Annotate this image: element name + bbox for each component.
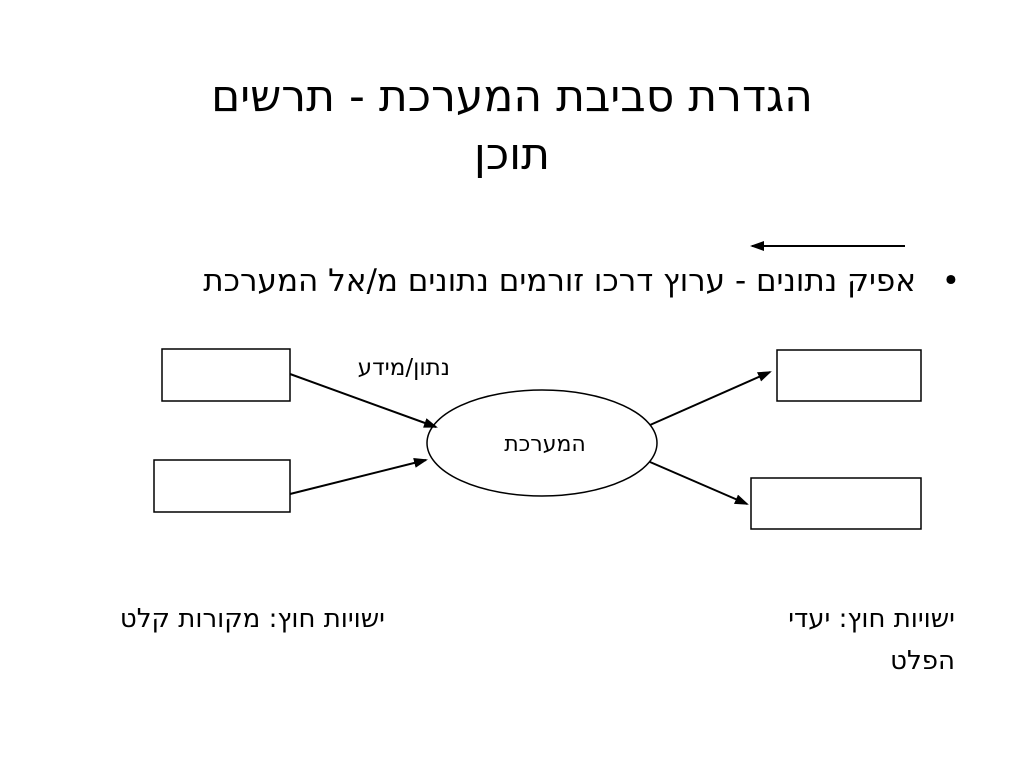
slide-title-line-2: תוכן [473, 129, 551, 180]
slide-title-line-1: הגדרת סביבת המערכת - תרשים [211, 71, 813, 122]
system-label: המערכת [504, 432, 586, 457]
sink-entities-caption: ישויות חוץ: יעדי הפלט [788, 604, 955, 676]
source-entities-caption: ישויות חוץ: מקורות קלט [119, 604, 385, 634]
flow-arrow-sink-2 [649, 461, 749, 505]
bullet-dot: • [941, 263, 960, 299]
bullet-text: אפיק נתונים - ערוץ דרכו זורמים נתונים מ/… [203, 263, 916, 299]
system-process-ellipse [426, 389, 658, 497]
bullet-item: • אפיק נתונים - ערוץ דרכו זורמים נתונים … [200, 258, 960, 304]
flow-arrow-sink-1 [649, 371, 772, 426]
data-flow-label: נתון/מידע [357, 355, 450, 381]
flow-arrow-source-1 [289, 373, 438, 428]
sink-entity-box-1 [776, 349, 922, 402]
sink-entity-box-2 [750, 477, 922, 530]
source-entity-box-2 [153, 459, 291, 513]
flow-arrow-source-2 [289, 458, 428, 495]
source-entity-box-1 [161, 348, 291, 402]
slide-title: הגדרת סביבת המערכת - תרשים תוכן [60, 68, 964, 184]
